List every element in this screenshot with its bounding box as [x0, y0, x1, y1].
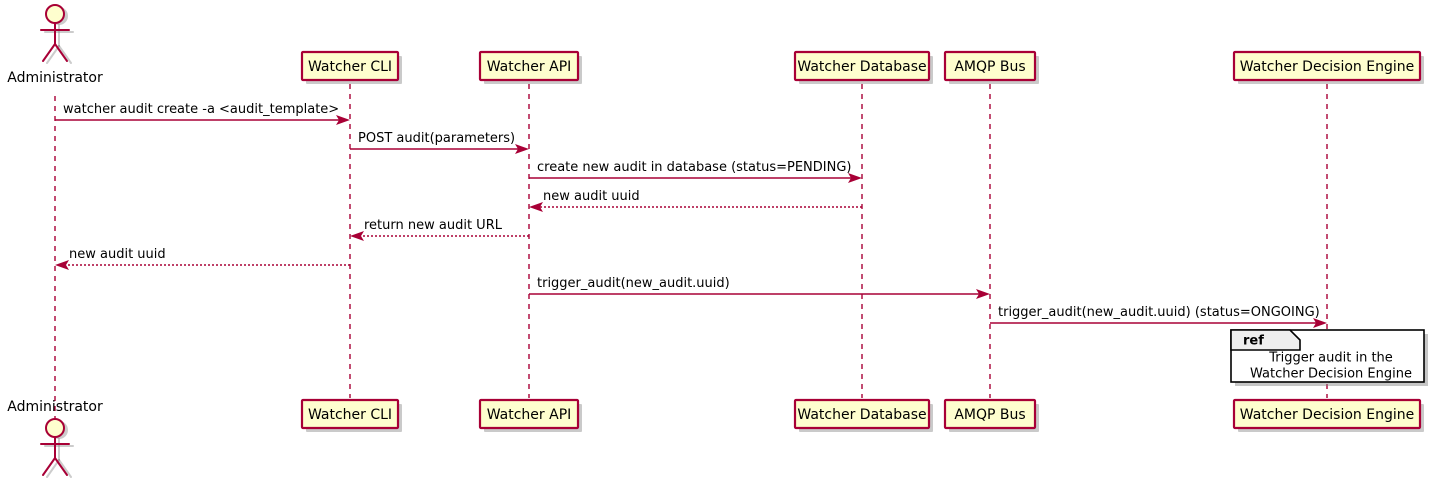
participant-rect-watcher-decision-engine-top[interactable] [1232, 50, 1422, 82]
participant-rect-watcher-cli-top[interactable] [300, 50, 400, 82]
participant-box-watcher-decision-engine-top[interactable]: Watcher Decision Engine [1232, 50, 1424, 84]
participant-rect-watcher-database-top[interactable] [793, 50, 931, 82]
message-3-label: create new audit in database (status=PEN… [537, 160, 852, 175]
ref-fragment-tab [1230, 329, 1301, 351]
participant-rect-watcher-database-bottom[interactable] [793, 398, 931, 430]
message-6-label: new audit uuid [69, 247, 166, 262]
message-4[interactable]: new audit uuid [529, 189, 862, 212]
message-3-arrowhead-icon [848, 173, 862, 183]
actor-label-top: Administrator [7, 70, 103, 86]
participant-label-watcher-database-top: Watcher Database [797, 59, 926, 75]
message-1-arrowhead-icon [336, 115, 350, 125]
message-8[interactable]: trigger_audit(new_audit.uuid) (status=ON… [990, 305, 1327, 328]
participant-rect-watcher-cli-bottom[interactable] [300, 398, 400, 430]
participant-box-watcher-api-top[interactable]: Watcher API [478, 50, 582, 84]
message-7-arrowhead-icon [976, 289, 990, 299]
participant-label-watcher-cli-bottom: Watcher CLI [308, 407, 392, 423]
actor-leg-left-icon-bottom [42, 457, 56, 476]
lifelines-group [54, 84, 1328, 430]
participant-label-amqp-bus-top: AMQP Bus [954, 59, 1025, 75]
message-2[interactable]: POST audit(parameters) [350, 131, 529, 154]
actor-leg-right-icon [54, 43, 68, 62]
message-2-label: POST audit(parameters) [358, 131, 515, 146]
message-8-arrowhead-icon [1313, 318, 1327, 328]
participant-box-watcher-database-top[interactable]: Watcher Database [793, 50, 933, 84]
participant-box-amqp-bus-top[interactable]: AMQP Bus [943, 50, 1039, 84]
message-1[interactable]: watcher audit create -a <audit_template> [55, 102, 350, 125]
participant-box-watcher-decision-engine-bottom[interactable]: Watcher Decision Engine [1232, 398, 1424, 432]
participant-box-watcher-api-bottom[interactable]: Watcher API [478, 398, 582, 432]
message-3[interactable]: create new audit in database (status=PEN… [529, 160, 862, 183]
participant-rect-watcher-decision-engine-bottom[interactable] [1232, 398, 1422, 430]
participant-box-watcher-cli-bottom[interactable]: Watcher CLI [300, 398, 402, 432]
message-6-arrowhead-icon [55, 260, 69, 270]
participant-rect-watcher-api-top[interactable] [478, 50, 580, 82]
participant-rect-amqp-bus-bottom[interactable] [943, 398, 1037, 430]
message-5[interactable]: return new audit URL [350, 218, 529, 241]
participant-rect-amqp-bus-top[interactable] [943, 50, 1037, 82]
actor-administrator-bottom[interactable]: Administrator [7, 399, 103, 478]
ref-fragment[interactable]: ref Trigger audit in the Watcher Decisio… [1230, 329, 1428, 386]
message-4-arrowhead-icon [529, 202, 543, 212]
actor-label-bottom: Administrator [7, 399, 103, 415]
participant-box-watcher-database-bottom[interactable]: Watcher Database [793, 398, 933, 432]
participant-label-watcher-decision-engine-bottom: Watcher Decision Engine [1240, 407, 1414, 423]
actor-head-icon [45, 4, 65, 24]
message-7[interactable]: trigger_audit(new_audit.uuid) [529, 276, 990, 299]
message-5-arrowhead-icon [350, 231, 364, 241]
actor-head-icon-bottom [45, 418, 65, 438]
participant-label-watcher-database-bottom: Watcher Database [797, 407, 926, 423]
participant-rect-watcher-api-bottom[interactable] [478, 398, 580, 430]
message-6[interactable]: new audit uuid [55, 247, 350, 270]
message-5-label: return new audit URL [364, 218, 503, 233]
message-7-label: trigger_audit(new_audit.uuid) [537, 276, 730, 291]
message-8-label: trigger_audit(new_audit.uuid) (status=ON… [998, 305, 1320, 320]
ref-fragment-tag-label: ref [1243, 334, 1264, 349]
ref-fragment-line-1: Trigger audit in the [1268, 351, 1393, 366]
participant-label-watcher-api-bottom: Watcher API [487, 407, 572, 423]
participant-label-amqp-bus-bottom: AMQP Bus [954, 407, 1025, 423]
message-2-arrowhead-icon [515, 144, 529, 154]
participant-box-watcher-cli-top[interactable]: Watcher CLI [300, 50, 402, 84]
participant-box-amqp-bus-bottom[interactable]: AMQP Bus [943, 398, 1039, 432]
actor-leg-left-icon [42, 43, 56, 62]
participant-label-watcher-cli-top: Watcher CLI [308, 59, 392, 75]
actor-leg-right-icon-bottom [54, 457, 68, 476]
actor-administrator-top[interactable]: Administrator [7, 4, 103, 86]
message-1-label: watcher audit create -a <audit_template> [63, 102, 339, 117]
participant-label-watcher-api-top: Watcher API [487, 59, 572, 75]
participant-label-watcher-decision-engine-top: Watcher Decision Engine [1240, 59, 1414, 75]
ref-fragment-line-2: Watcher Decision Engine [1250, 367, 1412, 382]
message-4-label: new audit uuid [543, 189, 640, 204]
